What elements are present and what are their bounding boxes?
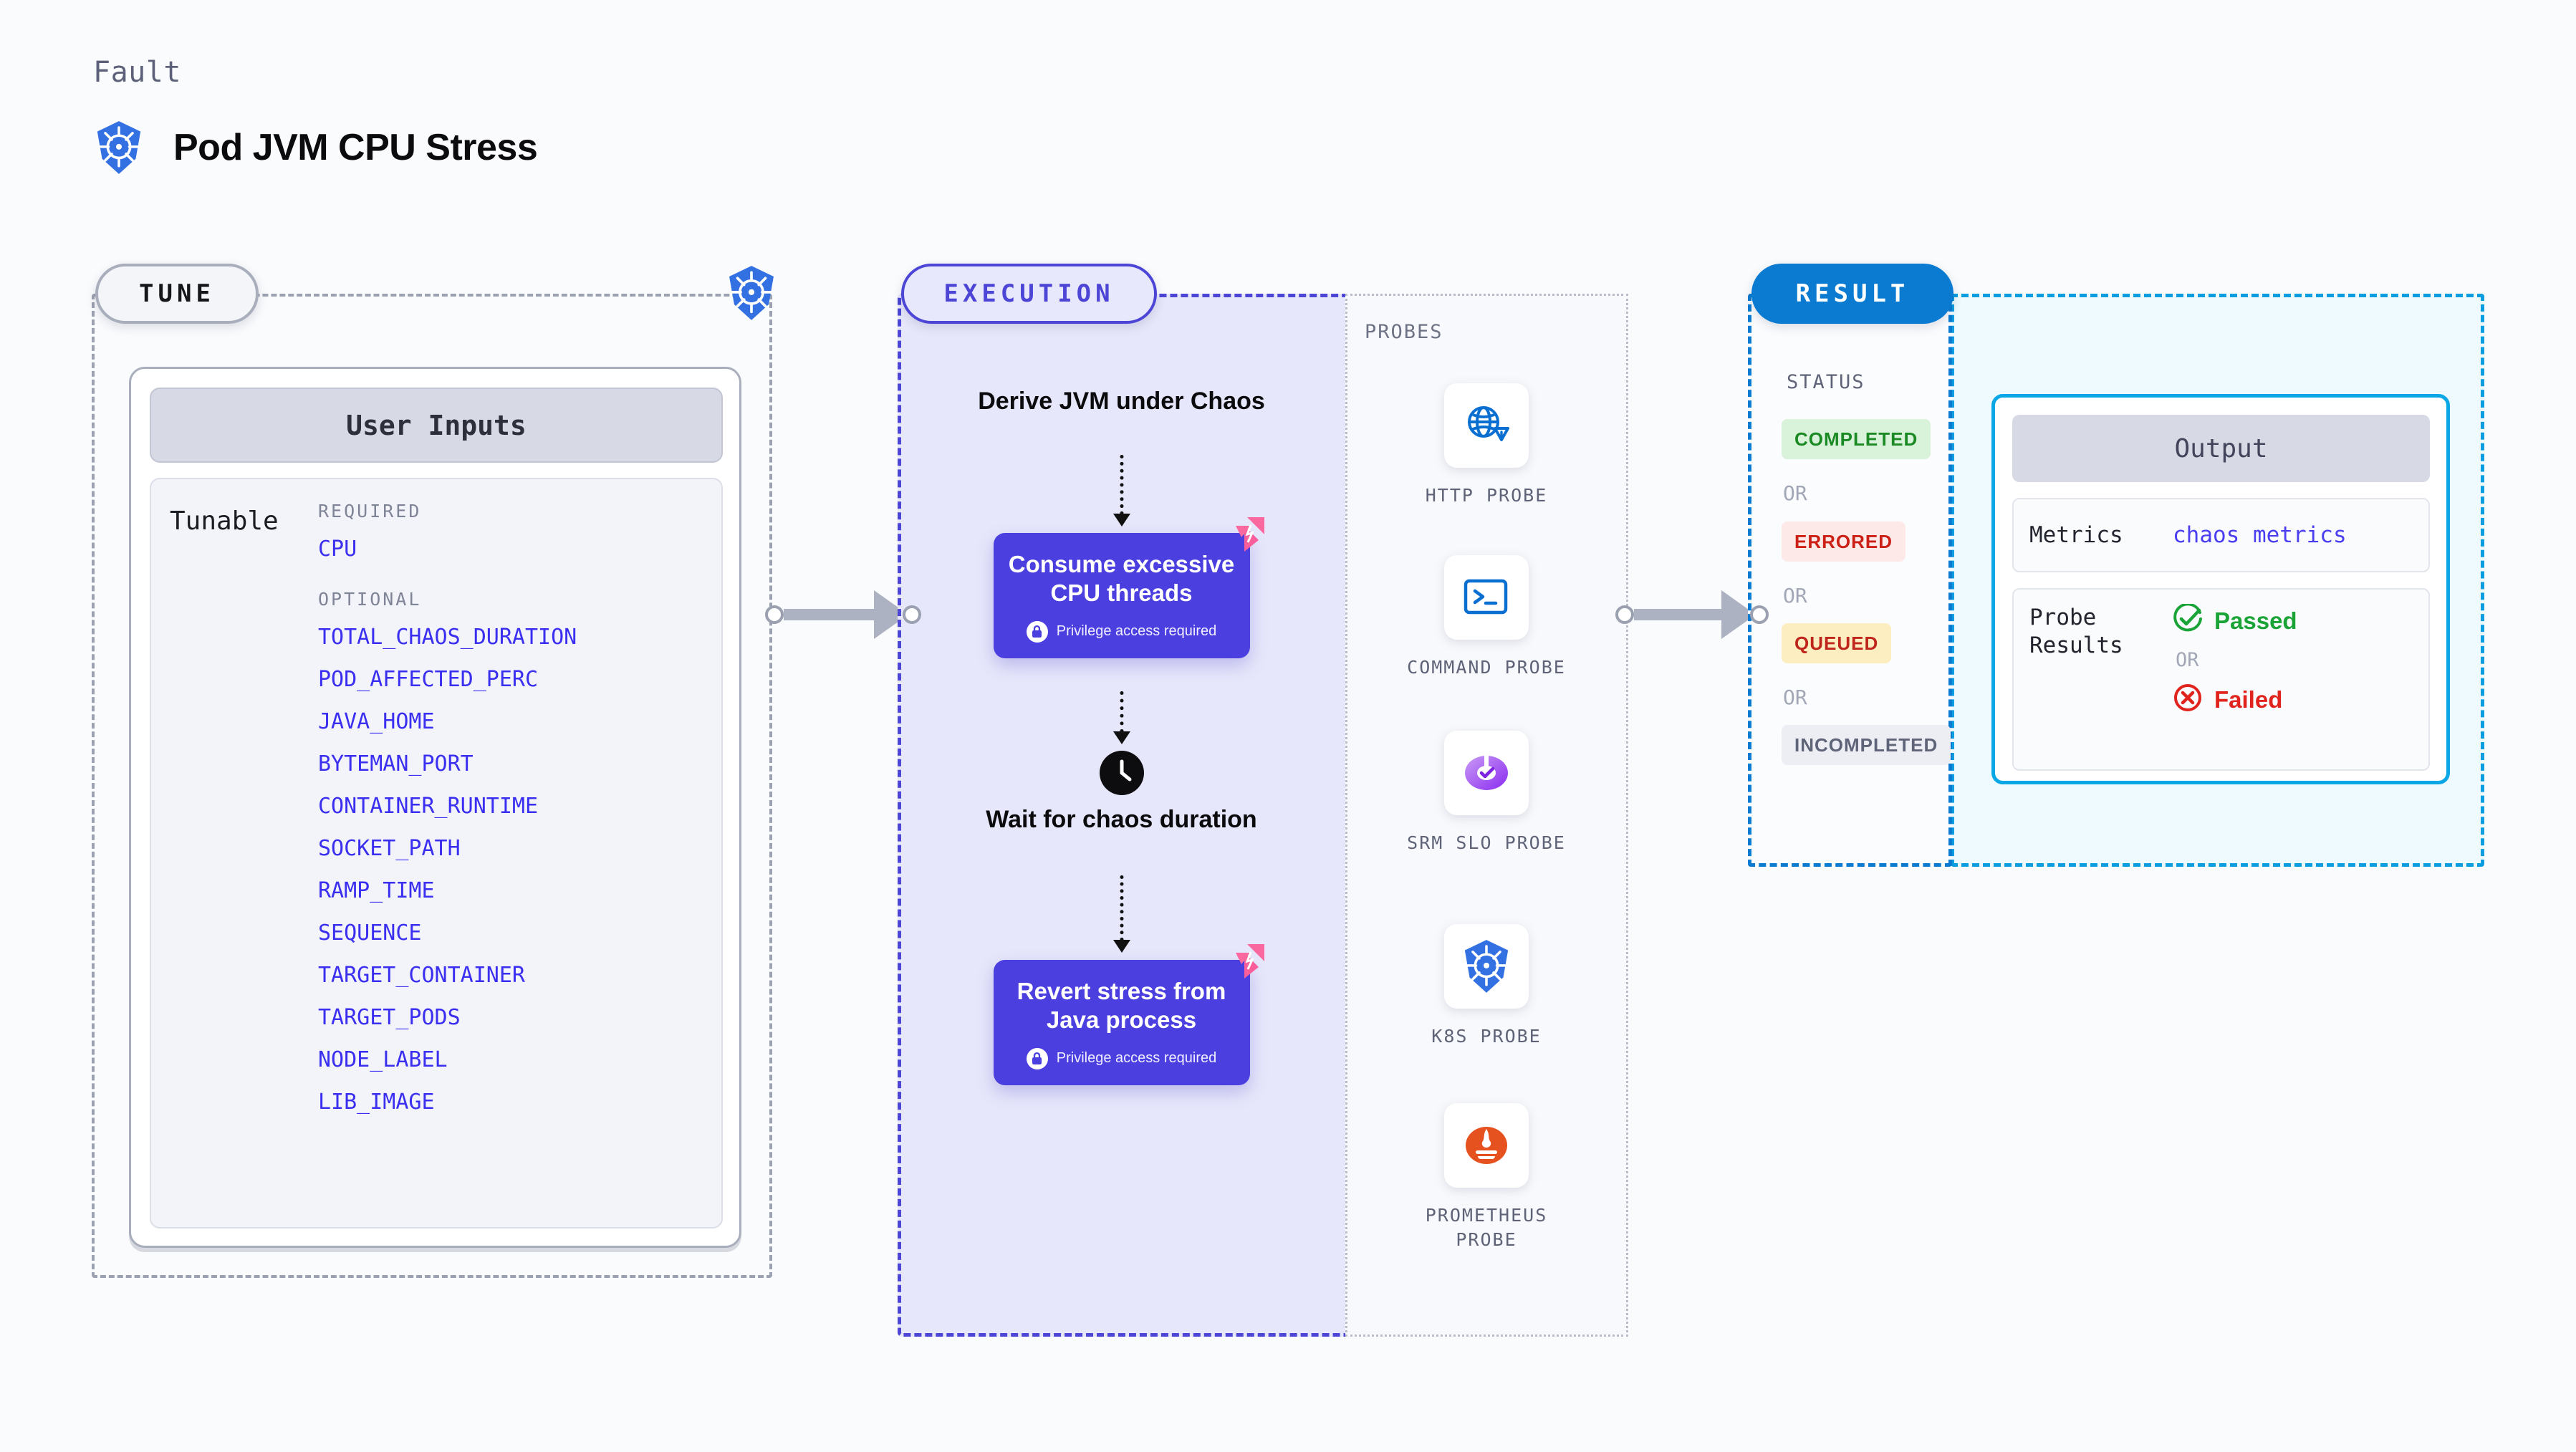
probe-item-command[interactable]: COMMAND PROBE	[1393, 555, 1580, 680]
execution-step-title: Revert stress from Java process	[1017, 978, 1226, 1034]
privilege-note: Privilege access required	[1008, 1047, 1236, 1069]
user-inputs-body: Tunable REQUIRED CPU OPTIONAL TOTAL_CHAO…	[150, 478, 723, 1229]
flow-connector	[1120, 455, 1123, 515]
output-card: Output Metrics chaos metrics Probe Resul…	[1991, 394, 2450, 784]
probe-item-srm-slo[interactable]: SRM SLO PROBE	[1393, 731, 1580, 855]
kubernetes-icon	[1444, 924, 1529, 1009]
probe-result-pass-label: Passed	[2214, 607, 2297, 634]
tunable-row-label: Tunable	[170, 506, 279, 536]
param-item[interactable]: TOTAL_CHAOS_DURATION	[318, 625, 577, 650]
probes-section-label: PROBES	[1365, 321, 1443, 343]
param-group-heading-required: REQUIRED	[318, 501, 422, 521]
output-row-key: Probe Results	[2029, 605, 2123, 658]
probe-item-k8s[interactable]: K8S PROBE	[1393, 924, 1580, 1049]
slo-donut-check-icon	[1444, 731, 1529, 815]
status-badge-completed: COMPLETED	[1782, 419, 1931, 459]
param-item[interactable]: TARGET_PODS	[318, 1005, 461, 1030]
terminal-icon	[1444, 555, 1529, 640]
flow-arrowhead	[1112, 731, 1130, 744]
param-item[interactable]: LIB_IMAGE	[318, 1090, 435, 1115]
param-item[interactable]: CONTAINER_RUNTIME	[318, 794, 539, 819]
param-item[interactable]: SEQUENCE	[318, 920, 422, 946]
lock-icon	[1026, 1047, 1048, 1069]
param-item[interactable]: CPU	[318, 537, 357, 562]
connector-line	[1634, 609, 1723, 620]
page-kicker: Fault	[93, 56, 181, 89]
param-item[interactable]: JAVA_HOME	[318, 709, 435, 734]
kubernetes-icon	[93, 120, 145, 175]
probe-item-prometheus[interactable]: PROMETHEUS PROBE	[1393, 1103, 1580, 1252]
param-item[interactable]: TARGET_CONTAINER	[318, 963, 525, 988]
page-title: Pod JVM CPU Stress	[173, 127, 538, 168]
probe-item-http[interactable]: HTTP PROBE	[1393, 383, 1580, 508]
probe-results-values: Passed OR Failed	[2173, 602, 2297, 716]
status-badge-errored: ERRORED	[1782, 521, 1906, 562]
param-item[interactable]: RAMP_TIME	[318, 878, 435, 903]
connector-line	[784, 609, 875, 620]
privilege-note-label: Privilege access required	[1056, 623, 1217, 639]
tunable-params-column: REQUIRED CPU OPTIONAL TOTAL_CHAOS_DURATI…	[318, 498, 705, 1134]
flow-arrowhead	[1112, 940, 1130, 953]
result-stage-pill[interactable]: RESULT	[1751, 264, 1953, 324]
output-card-title: Output	[2012, 415, 2430, 482]
probe-label: COMMAND PROBE	[1407, 657, 1566, 678]
status-section-label: STATUS	[1787, 371, 1865, 393]
privilege-note: Privilege access required	[1008, 620, 1236, 643]
or-separator: OR	[1783, 481, 1807, 505]
connector-dot	[1750, 605, 1769, 624]
or-separator: OR	[2176, 649, 2199, 671]
flow-connector	[1120, 691, 1123, 733]
harness-logo-icon	[1226, 516, 1266, 558]
harness-logo-icon	[1226, 943, 1266, 985]
prometheus-icon	[1444, 1103, 1529, 1188]
execution-step-text: Wait for chaos duration	[986, 806, 1257, 833]
page-title-row: Pod JVM CPU Stress	[93, 120, 538, 175]
connector-dot	[765, 605, 784, 624]
probe-result-failed: Failed	[2173, 683, 2297, 716]
user-inputs-card: User Inputs Tunable REQUIRED CPU OPTIONA…	[129, 367, 741, 1248]
probe-label: SRM SLO PROBE	[1407, 832, 1566, 853]
connector-tune-to-execution	[765, 590, 921, 639]
param-item[interactable]: SOCKET_PATH	[318, 836, 461, 861]
param-item[interactable]: NODE_LABEL	[318, 1047, 448, 1072]
param-group-heading-optional: OPTIONAL	[318, 589, 422, 610]
param-item[interactable]: BYTEMAN_PORT	[318, 751, 474, 777]
param-item[interactable]: POD_AFFECTED_PERC	[318, 667, 539, 692]
probe-result-fail-label: Failed	[2214, 686, 2283, 713]
x-circle-icon	[2173, 683, 2203, 716]
check-circle-icon	[2173, 602, 2203, 638]
execution-step-text: Derive JVM under Chaos	[978, 388, 1265, 415]
or-separator: OR	[1783, 686, 1807, 709]
flow-connector	[1120, 875, 1123, 941]
connector-dot	[903, 605, 921, 624]
clock-icon	[1099, 751, 1144, 799]
status-badge-queued: QUEUED	[1782, 623, 1892, 663]
execution-step-card[interactable]: Consume excessive CPU threads Privilege …	[993, 517, 1264, 658]
metrics-link[interactable]: chaos metrics	[2173, 522, 2347, 548]
user-inputs-title: User Inputs	[150, 388, 723, 463]
status-badge-incompleted: INCOMPLETED	[1782, 725, 1951, 765]
result-panel	[1748, 294, 1952, 867]
output-row-probe-results: Probe Results Passed OR	[2012, 588, 2430, 771]
tune-stage-pill[interactable]: TUNE	[95, 264, 259, 324]
probe-result-passed: Passed	[2173, 602, 2297, 638]
output-row-metrics: Metrics chaos metrics	[2012, 498, 2430, 572]
execution-step-title: Consume excessive CPU threads	[1008, 551, 1235, 607]
globe-warning-icon	[1444, 383, 1529, 468]
connector-execution-to-result	[1615, 590, 1769, 639]
execution-stage-pill[interactable]: EXECUTION	[901, 264, 1157, 324]
kubernetes-icon	[725, 265, 778, 324]
execution-step-card[interactable]: Revert stress from Java process Privileg…	[993, 944, 1264, 1085]
privilege-note-label: Privilege access required	[1056, 1050, 1217, 1066]
lock-icon	[1026, 620, 1048, 643]
probe-label: PROMETHEUS PROBE	[1425, 1205, 1548, 1250]
execution-flow: Derive JVM under Chaos Consume excessive…	[898, 294, 1345, 1337]
connector-dot	[1615, 605, 1634, 624]
output-row-key: Metrics	[2029, 521, 2123, 548]
flow-arrowhead	[1112, 514, 1130, 527]
probe-label: HTTP PROBE	[1425, 485, 1548, 506]
probe-label: K8S PROBE	[1431, 1026, 1542, 1047]
or-separator: OR	[1783, 584, 1807, 607]
